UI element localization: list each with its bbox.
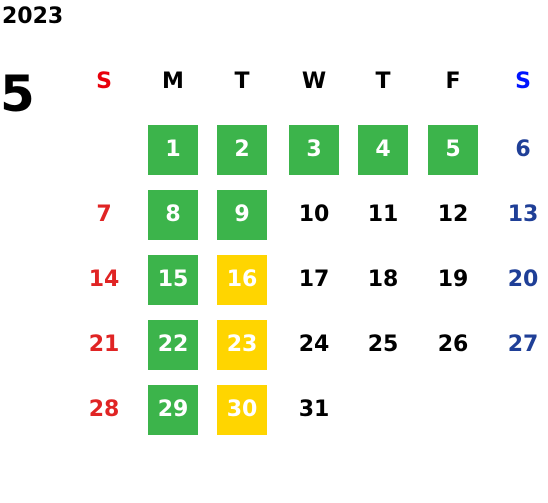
day-cell-24[interactable]: 24	[298, 332, 330, 357]
day-cell-20[interactable]: 20	[507, 267, 539, 292]
day-cell-16[interactable]: 16	[217, 255, 267, 305]
day-cell-17[interactable]: 17	[298, 267, 330, 292]
day-cell-13[interactable]: 13	[507, 202, 539, 227]
day-cell-7[interactable]: 7	[96, 202, 112, 227]
day-cell-19[interactable]: 19	[437, 267, 469, 292]
month-number: 5	[0, 65, 35, 123]
weekday-friday: F	[445, 69, 461, 94]
day-cell-30[interactable]: 30	[217, 385, 267, 435]
day-cell-27[interactable]: 27	[507, 332, 539, 357]
day-cell-15[interactable]: 15	[148, 255, 198, 305]
day-cell-9[interactable]: 9	[217, 190, 267, 240]
day-cell-22[interactable]: 22	[148, 320, 198, 370]
day-cell-25[interactable]: 25	[367, 332, 399, 357]
year-label: 2023	[2, 4, 64, 29]
day-cell-12[interactable]: 12	[437, 202, 469, 227]
day-cell-23[interactable]: 23	[217, 320, 267, 370]
day-cell-8[interactable]: 8	[148, 190, 198, 240]
day-cell-18[interactable]: 18	[367, 267, 399, 292]
day-cell-26[interactable]: 26	[437, 332, 469, 357]
day-cell-28[interactable]: 28	[88, 397, 120, 422]
weekday-monday: M	[162, 69, 184, 94]
day-cell-21[interactable]: 21	[88, 332, 120, 357]
weekday-tuesday: T	[234, 69, 250, 94]
day-cell-2[interactable]: 2	[217, 125, 267, 175]
weekday-wednesday: W	[301, 69, 327, 94]
day-cell-31[interactable]: 31	[298, 397, 330, 422]
day-cell-10[interactable]: 10	[298, 202, 330, 227]
day-cell-4[interactable]: 4	[358, 125, 408, 175]
weekday-saturday: S	[515, 69, 531, 94]
day-cell-11[interactable]: 11	[367, 202, 399, 227]
day-cell-3[interactable]: 3	[289, 125, 339, 175]
day-cell-6[interactable]: 6	[515, 137, 531, 162]
day-cell-5[interactable]: 5	[428, 125, 478, 175]
day-cell-1[interactable]: 1	[148, 125, 198, 175]
day-cell-14[interactable]: 14	[88, 267, 120, 292]
day-cell-29[interactable]: 29	[148, 385, 198, 435]
weekday-thursday: T	[375, 69, 391, 94]
weekday-sunday: S	[96, 69, 112, 94]
